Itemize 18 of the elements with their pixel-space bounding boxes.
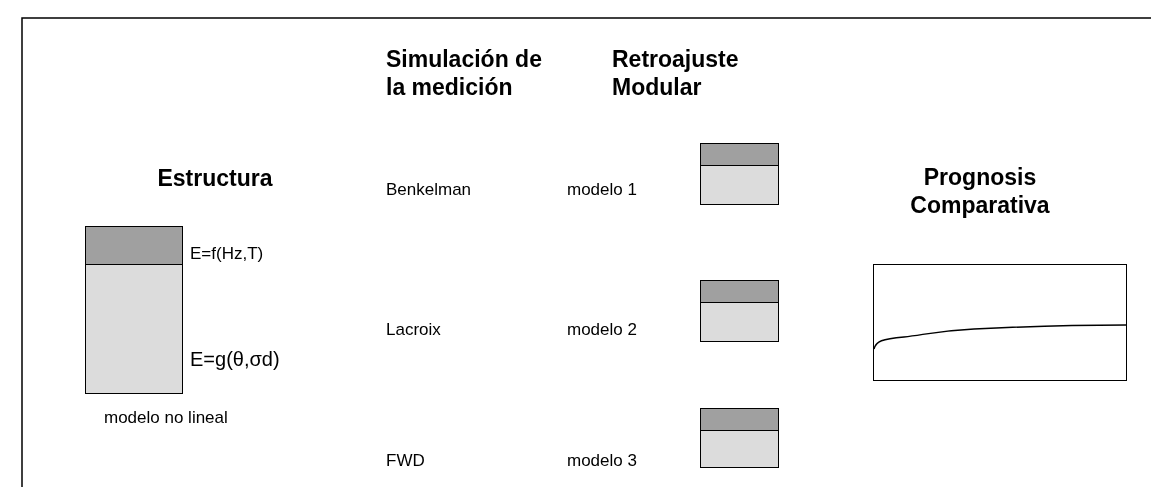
column-heading: Prognosis Comparativa: [909, 164, 1051, 220]
layered-box: [700, 143, 779, 205]
chart-box: [873, 264, 1127, 381]
formula-label: E=g(θ,σd): [190, 347, 280, 371]
layered-box: [700, 408, 779, 468]
layered-box: [85, 226, 183, 394]
measurement-method-label: Lacroix: [386, 320, 441, 341]
column-heading: Estructura: [156, 165, 274, 193]
formula-label: E=f(Hz,T): [190, 244, 264, 265]
model-label: modelo 3: [567, 451, 637, 472]
model-label: modelo 1: [567, 180, 637, 201]
column-heading: Retroajuste Modular: [612, 46, 740, 102]
measurement-method-label: FWD: [386, 451, 425, 472]
layered-box: [700, 280, 779, 342]
node-label: modelo no lineal: [104, 408, 228, 429]
model-label: modelo 2: [567, 320, 637, 341]
measurement-method-label: Benkelman: [386, 180, 472, 201]
column-heading: Simulación de la medición: [386, 46, 543, 102]
